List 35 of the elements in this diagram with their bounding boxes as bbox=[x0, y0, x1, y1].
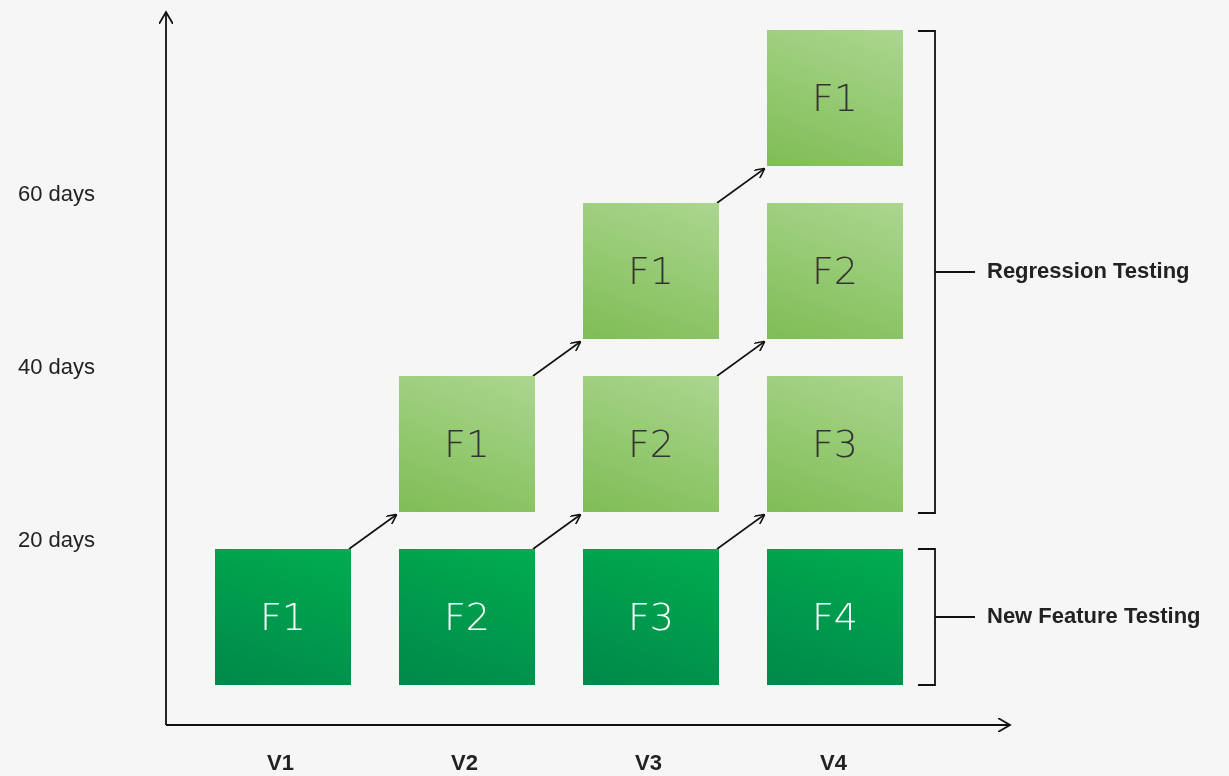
arrow bbox=[348, 513, 398, 550]
feature-box bbox=[583, 549, 719, 685]
bracket-label: Regression Testing bbox=[987, 258, 1190, 284]
bracket-label: New Feature Testing bbox=[987, 603, 1201, 629]
axis-label: 40 days bbox=[18, 354, 96, 380]
feature-box bbox=[215, 549, 351, 685]
arrow bbox=[716, 340, 766, 377]
axis-label: V3 bbox=[635, 750, 662, 776]
feature-label: F2 bbox=[627, 422, 674, 466]
axis-label: V2 bbox=[451, 750, 478, 776]
feature-box bbox=[767, 549, 903, 685]
feature-box bbox=[583, 203, 719, 339]
arrow bbox=[532, 513, 582, 550]
feature-label: F1 bbox=[443, 422, 490, 466]
axis-label: 20 days bbox=[18, 527, 96, 553]
axis-label: V4 bbox=[820, 750, 847, 776]
feature-label: F2 bbox=[811, 249, 858, 293]
feature-box bbox=[767, 376, 903, 512]
feature-label: F1 bbox=[259, 595, 306, 639]
feature-label: F4 bbox=[811, 595, 858, 639]
arrow bbox=[716, 167, 766, 204]
arrow bbox=[716, 513, 766, 550]
feature-box bbox=[767, 30, 903, 166]
feature-box bbox=[583, 376, 719, 512]
feature-label: F1 bbox=[811, 76, 858, 120]
axis-label: V1 bbox=[267, 750, 294, 776]
feature-label: F2 bbox=[443, 595, 490, 639]
feature-box bbox=[399, 376, 535, 512]
feature-label: F1 bbox=[627, 249, 674, 293]
arrow bbox=[532, 340, 582, 377]
feature-label: F3 bbox=[811, 422, 858, 466]
feature-label: F3 bbox=[627, 595, 674, 639]
axis-label: 60 days bbox=[18, 181, 96, 207]
feature-box bbox=[767, 203, 903, 339]
feature-box bbox=[399, 549, 535, 685]
